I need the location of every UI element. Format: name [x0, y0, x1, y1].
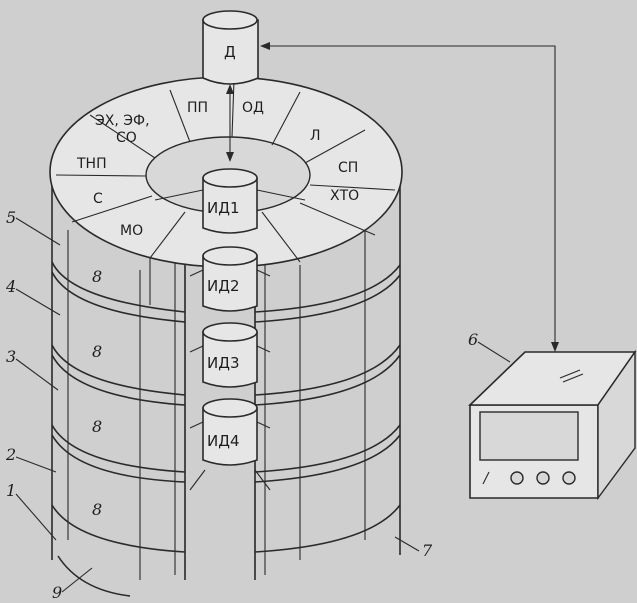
callout-5: 5	[6, 208, 16, 227]
inner-arrows	[154, 189, 306, 491]
inner-cylinder-id3: ИД3	[202, 322, 258, 388]
device-knob-3	[562, 471, 576, 485]
segment-8-tier2: 8	[92, 342, 102, 361]
sector-tnp: ТНП	[76, 156, 107, 172]
device-knob-2	[536, 471, 550, 485]
callout-6: 6	[468, 330, 478, 349]
id1-label: ИД1	[207, 199, 239, 217]
arrow-d-id1	[226, 84, 234, 162]
sector-od: ОД	[242, 100, 264, 116]
id2-label: ИД2	[207, 277, 239, 295]
sector-pp: ПП	[187, 100, 208, 116]
sector-s: С	[93, 191, 103, 207]
id4-label: ИД4	[207, 432, 239, 450]
sector-mo: МО	[120, 223, 143, 239]
inner-cylinder-id1: ИД1	[202, 168, 258, 234]
cylinder-d-label: Д	[224, 43, 236, 61]
callout-9: 9	[52, 583, 62, 602]
callout-2: 2	[5, 445, 16, 464]
callouts: 5 4 3 2 1 9 7 6	[5, 208, 511, 602]
callout-1: 1	[6, 481, 16, 500]
segment-8-tier3: 8	[92, 417, 102, 436]
callout-4: 4	[5, 277, 16, 296]
inner-cylinder-id4: ИД4	[202, 398, 258, 466]
device-screen	[479, 411, 579, 461]
device-6	[468, 349, 637, 501]
sector-ex-line1: ЭХ, ЭФ,	[95, 113, 150, 129]
sector-xto: ХТО	[330, 188, 359, 204]
outer-stack-left	[51, 180, 401, 597]
sector-sp: СП	[338, 160, 358, 176]
callout-3: 3	[6, 347, 16, 366]
id3-label: ИД3	[207, 354, 239, 372]
callout-7: 7	[422, 541, 433, 560]
inner-cylinder-id2: ИД2	[202, 246, 258, 312]
sector-ex-line2: СО	[116, 130, 137, 146]
device-knob-1	[510, 471, 524, 485]
cylinder-d: Д	[202, 10, 259, 85]
sector-l: Л	[310, 128, 321, 144]
segment-8-tier1: 8	[92, 267, 102, 286]
segment-8-tier4: 8	[92, 500, 102, 519]
link-d-device	[260, 42, 559, 352]
